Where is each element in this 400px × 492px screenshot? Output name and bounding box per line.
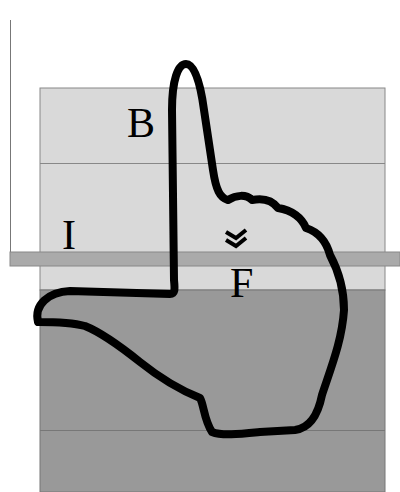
axis-line [10,20,11,252]
hand-outline [37,64,344,434]
knuckle-mark [226,238,246,246]
knuckle-mark [226,230,246,238]
part-label: I [62,214,76,256]
part-label: F [230,262,253,304]
dark-band [40,290,385,492]
part-label: B [127,102,155,144]
